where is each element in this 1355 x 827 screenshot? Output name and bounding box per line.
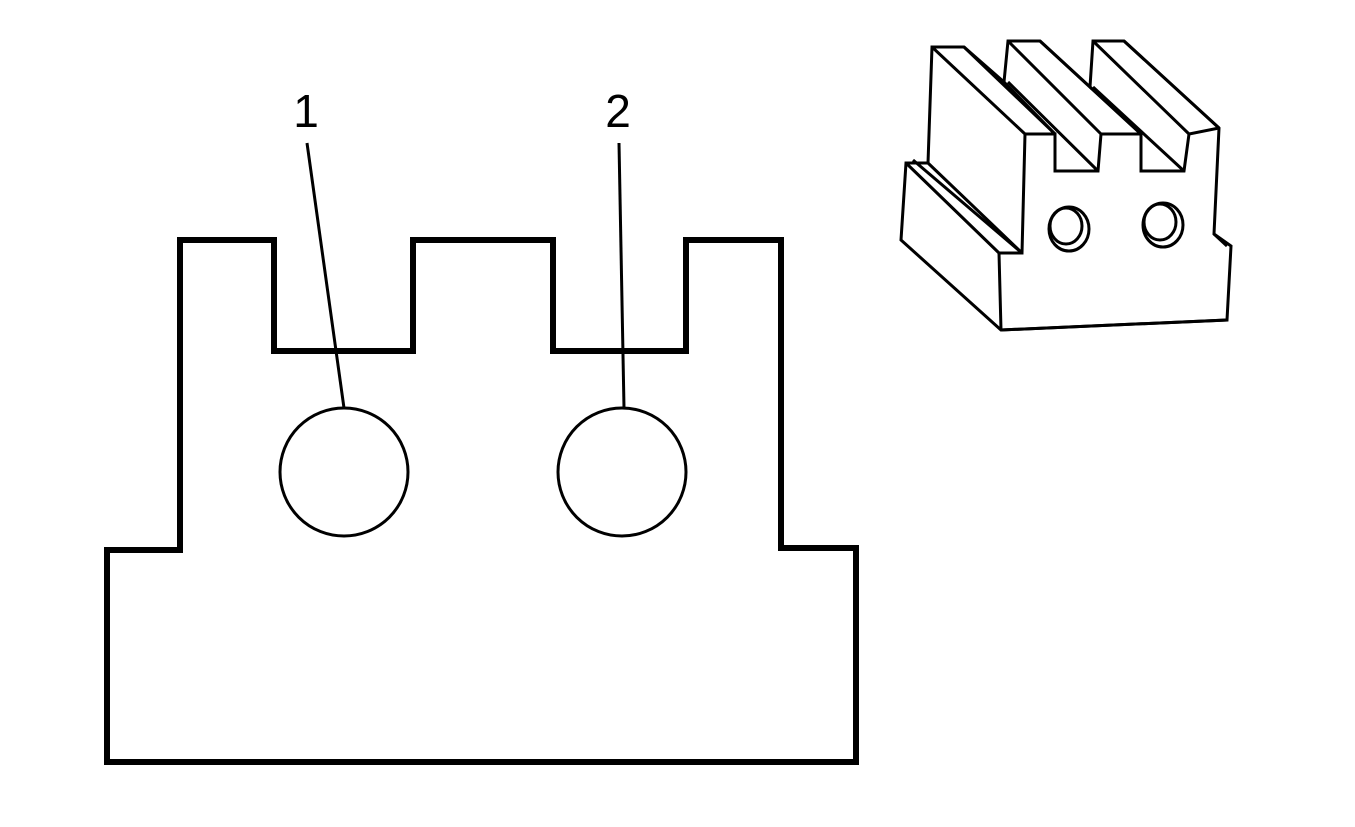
iso-tower1-edge-a	[930, 45, 1027, 136]
iso-front-face	[997, 126, 1220, 331]
iso-slot2-edge-b	[1091, 85, 1186, 173]
iso-step-edge-a	[904, 161, 1001, 255]
iso-slot1-edge-a	[1002, 80, 1057, 136]
iso-terminal-2-inner	[1142, 202, 1178, 242]
connector-outline	[104, 237, 859, 765]
iso-slot2-edge-a	[1088, 85, 1143, 136]
connector-end-view	[104, 237, 859, 765]
connector-isometric-view	[899, 39, 1233, 332]
iso-front-right-edge	[1212, 232, 1229, 248]
terminal-1	[278, 406, 410, 538]
callout-label-2: 2	[605, 85, 631, 137]
callout-leader-2	[617, 142, 626, 409]
callout-leader-1	[305, 142, 346, 409]
iso-terminal-1-inner	[1048, 206, 1084, 246]
iso-slot1-edge-b	[1006, 80, 1100, 173]
terminal-2	[556, 406, 688, 538]
iso-tower3-edge-a	[1091, 39, 1191, 136]
iso-step-edge-c	[926, 161, 1024, 255]
iso-tower3-edge-b	[1122, 39, 1221, 130]
iso-tower2-edge-a	[1006, 39, 1103, 136]
iso-front-bottom-edge	[1000, 318, 1228, 332]
callouts: 1 2	[293, 85, 631, 409]
callout-label-1: 1	[293, 85, 319, 137]
